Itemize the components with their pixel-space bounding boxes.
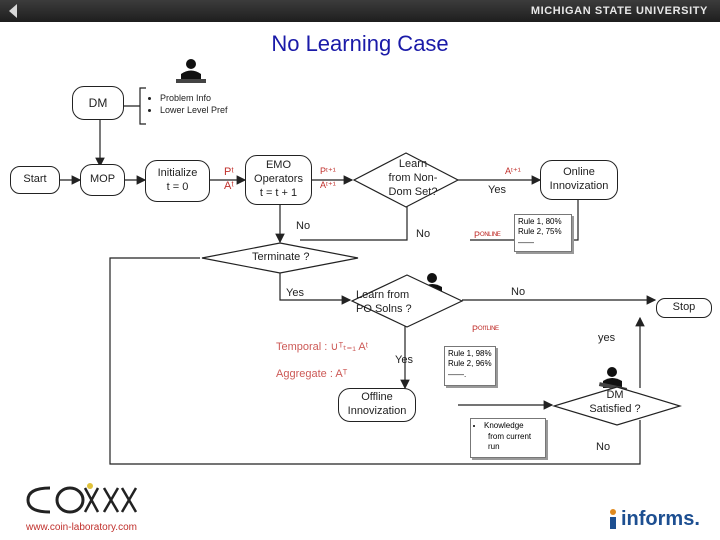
- informs-logo: informs.: [605, 506, 700, 532]
- online-rules-note: Rule 1, 80% Rule 2, 75% ——: [514, 214, 572, 252]
- stop-label: Stop: [672, 301, 696, 314]
- yes-terminate-label: Yes: [286, 287, 304, 299]
- dm-satisfied-text: DM Satisfied ?: [572, 389, 658, 417]
- coin-url[interactable]: www.coin-laboratory.com: [26, 522, 137, 533]
- terminate-diamond: [201, 242, 359, 274]
- poffline-label: Pᴼᶠᶠᴸᴵᴺᴱ: [472, 324, 499, 334]
- initialize-node: Initialize t = 0: [145, 160, 210, 202]
- temporal-label: Temporal : ∪ᵀₜ₌₁ Aᵗ: [276, 341, 369, 353]
- coin-logo: [26, 483, 138, 514]
- online-innovization-node: Online Innovization: [540, 160, 618, 200]
- offline-label-2: Innovization: [347, 405, 407, 417]
- dm-node: DM: [72, 86, 124, 120]
- informs-swoosh-icon: [610, 509, 616, 529]
- learn-nondom-line2: from Non-: [388, 171, 438, 184]
- online-label-1: Online: [563, 166, 595, 179]
- emo-increment: t = t + 1: [259, 186, 298, 199]
- offline-label-1: Offline: [361, 391, 393, 404]
- learn-nondom-text: Learn from Non- Dom Set?: [375, 158, 451, 199]
- terminate-text: Terminate ?: [252, 251, 310, 263]
- offline-rules-note: Rule 1, 98% Rule 2, 96% ——.: [444, 346, 496, 386]
- informs-text: informs.: [621, 507, 700, 530]
- knowledge-line3: run: [488, 441, 500, 451]
- offline-rule-1: Rule 1, 98%: [448, 349, 492, 358]
- learn-po-diamond: [350, 274, 464, 328]
- dm-satisfied-line1: DM: [606, 389, 624, 401]
- emo-operators: Operators: [254, 173, 303, 186]
- start-label: Start: [23, 173, 47, 186]
- knowledge-line2: from current: [488, 431, 532, 441]
- dm-info-pref: Lower Level Pref: [160, 104, 228, 116]
- no-satisfied-label: No: [596, 441, 611, 453]
- at-label: Aᵗ: [224, 180, 234, 192]
- aggregate-label: Aggregate : Aᵀ: [276, 368, 348, 380]
- online-rule-2: Rule 2, 75%: [518, 227, 562, 237]
- terminate-yes-line: [279, 272, 352, 305]
- initialize-label: Initialize: [157, 167, 198, 180]
- learn-no-line: [300, 205, 408, 241]
- back-arrow-icon[interactable]: [4, 2, 22, 20]
- ponline-label: Pᴼᴺᴸᴵᴺᴱ: [474, 230, 501, 240]
- yes-right-label: yes: [598, 332, 616, 344]
- online-rule-3: ——: [518, 237, 534, 247]
- stop-node: Stop: [656, 298, 712, 318]
- slide-title: No Learning Case: [271, 31, 449, 56]
- yes-top-label: Yes: [488, 184, 506, 196]
- emo-label: EMO: [265, 159, 292, 172]
- yes-po-label: Yes: [395, 354, 413, 366]
- learn-nondom-diamond: [352, 152, 460, 208]
- emo-node: EMO Operators t = t + 1: [245, 155, 312, 205]
- person-at-desk-icon: [176, 59, 206, 83]
- dm-info-list: Problem Info Lower Level Pref: [148, 92, 228, 116]
- knowledge-line1: Knowledge: [484, 421, 542, 432]
- dm-satisfied-line2: Satisfied ?: [589, 402, 641, 415]
- dm-info-problem: Problem Info: [160, 92, 228, 104]
- offline-innovization-node: Offline Innovization: [338, 388, 416, 422]
- university-name: MICHIGAN STATE UNIVERSITY: [530, 5, 708, 17]
- dm-label: DM: [88, 95, 108, 110]
- offline-rule-3: ——.: [448, 369, 467, 379]
- terminate-loop-line: [109, 257, 641, 465]
- dm-satisfied-diamond: [552, 386, 682, 426]
- online-label-2: Innovization: [549, 180, 609, 192]
- learn-nondom-line1: Learn: [398, 158, 428, 170]
- knowledge-note: Knowledge from current run: [470, 418, 546, 458]
- no-learn-label: No: [416, 228, 431, 240]
- no-po-label: No: [511, 286, 526, 298]
- pt1-label: Pᵗ⁺¹: [320, 166, 336, 176]
- offline-rule-2: Rule 2, 96%: [448, 359, 492, 369]
- top-bar: MICHIGAN STATE UNIVERSITY: [0, 0, 720, 22]
- no-emo-label: No: [296, 220, 311, 232]
- mop-node: MOP: [80, 164, 125, 196]
- start-node: Start: [10, 166, 60, 194]
- learn-po-text: Learn from PO Solns ?: [356, 289, 412, 317]
- mop-label: MOP: [89, 173, 116, 186]
- online-rule-1: Rule 1, 80%: [518, 217, 562, 226]
- learn-nondom-line3: Dom Set?: [388, 185, 438, 198]
- learn-po-line2: PO Solns ?: [356, 302, 412, 315]
- at1-right-label: Aᵗ⁺¹: [505, 166, 521, 176]
- learn-po-line1: Learn from: [356, 289, 410, 301]
- at1-label: Aᵗ⁺¹: [320, 180, 336, 190]
- initialize-t: t = 0: [166, 181, 189, 193]
- pt-label: Pᵗ: [224, 166, 234, 178]
- dm-info-bracket: [139, 87, 146, 125]
